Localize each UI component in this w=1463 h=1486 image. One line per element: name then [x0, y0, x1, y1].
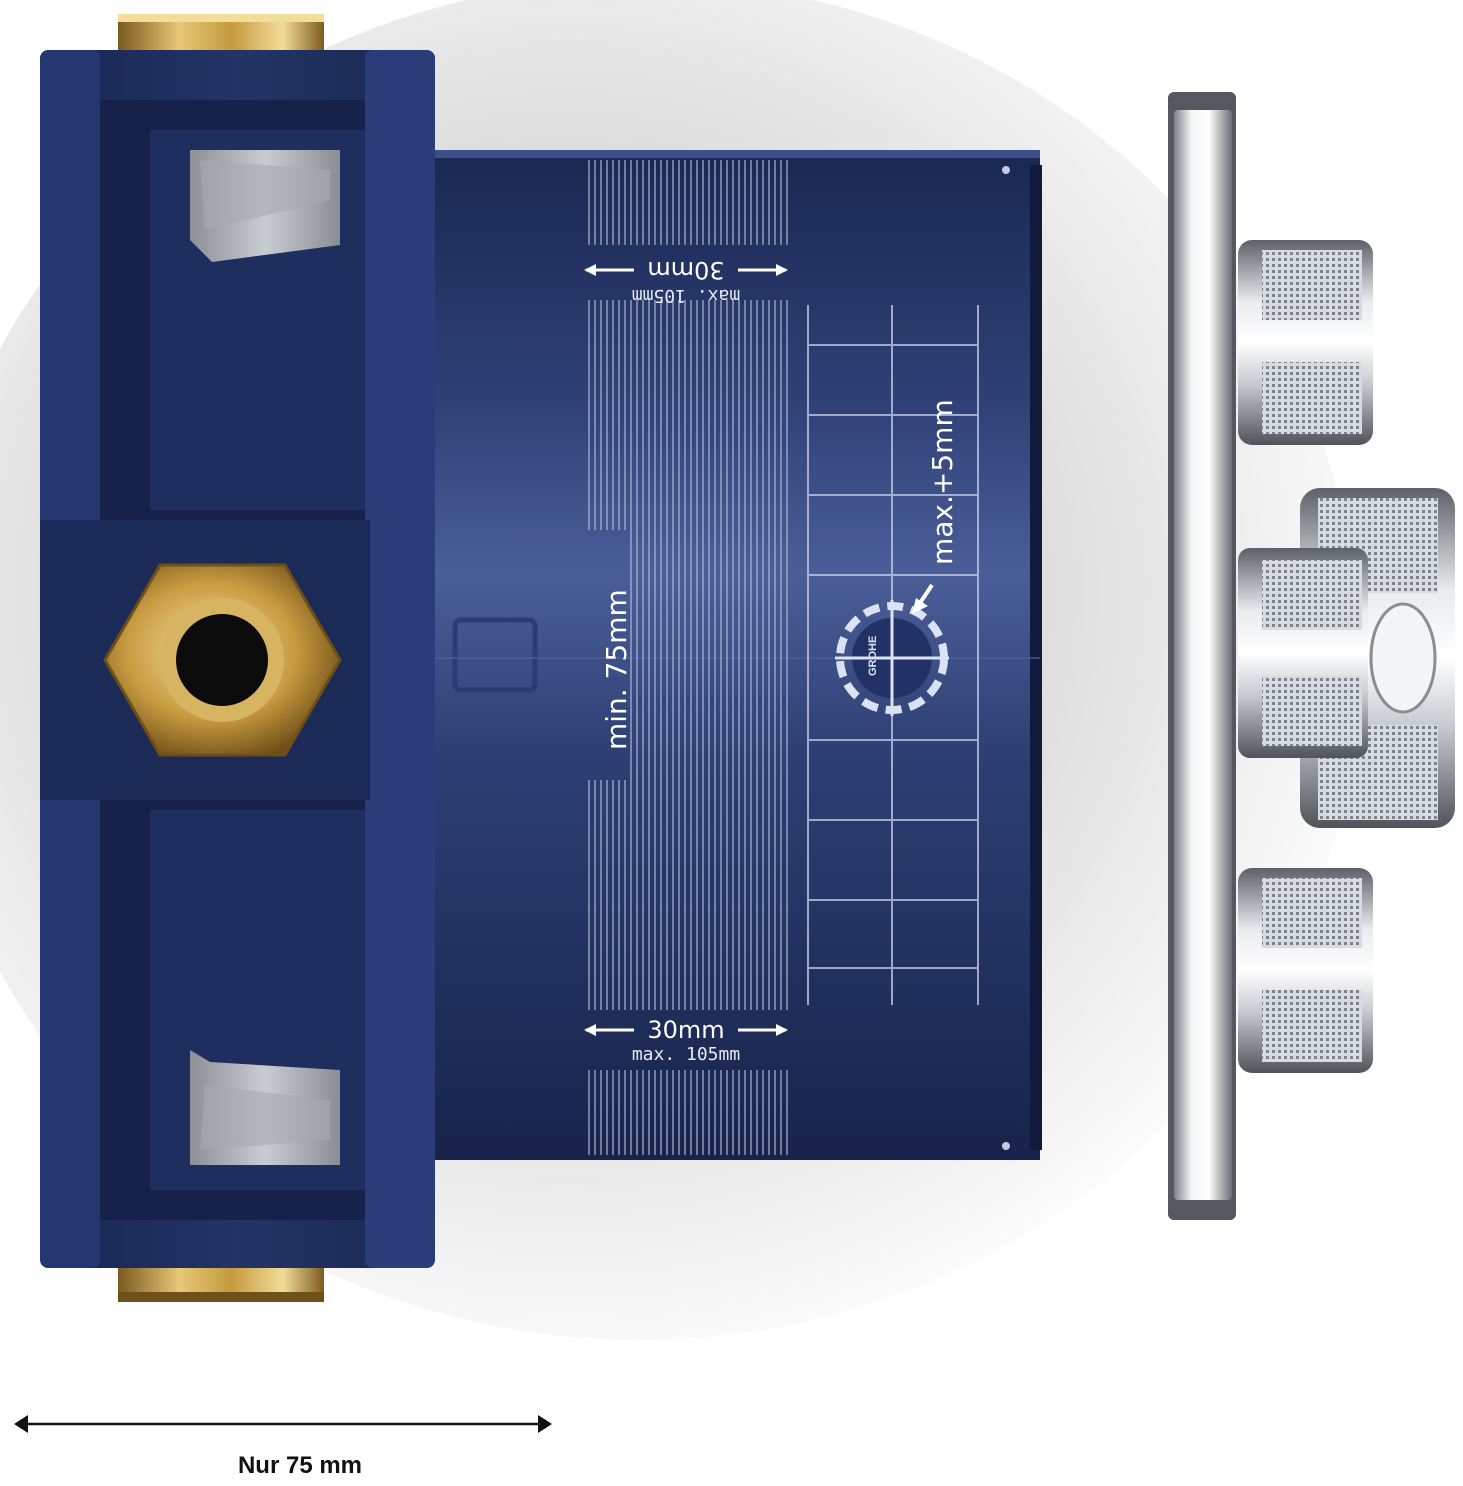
chrome-knob-top	[1238, 240, 1373, 445]
bottom-measure-marking: 30mm max. 105mm	[584, 1016, 788, 1065]
bottom-small-label: max. 105mm	[632, 1044, 740, 1065]
dimension-caption: Nur 75 mm	[237, 1452, 363, 1479]
min-depth-label: min. 75mm	[600, 589, 633, 750]
top-big-label: 30mm	[647, 256, 724, 284]
depth-scale-lines	[585, 160, 790, 1155]
grey-clip-top	[190, 150, 340, 262]
top-measure-marking: max. 105mm 30mm	[584, 256, 788, 306]
grohe-logo-mark	[835, 600, 949, 716]
grohe-logo-text: GROHE	[867, 636, 879, 676]
dimension-arrow	[14, 1415, 552, 1433]
top-small-label: max. 105mm	[632, 285, 740, 306]
bottom-big-label: 30mm	[647, 1016, 724, 1044]
chrome-knob-middle	[1238, 488, 1455, 828]
chrome-cover-plate	[1168, 92, 1236, 1220]
max-arrow-head	[912, 598, 928, 614]
grey-clip-bottom	[190, 1050, 340, 1165]
brass-hex-nut	[103, 563, 342, 757]
max-tolerance-label: max.+5mm	[926, 399, 959, 565]
chrome-knob-bottom	[1238, 868, 1373, 1073]
